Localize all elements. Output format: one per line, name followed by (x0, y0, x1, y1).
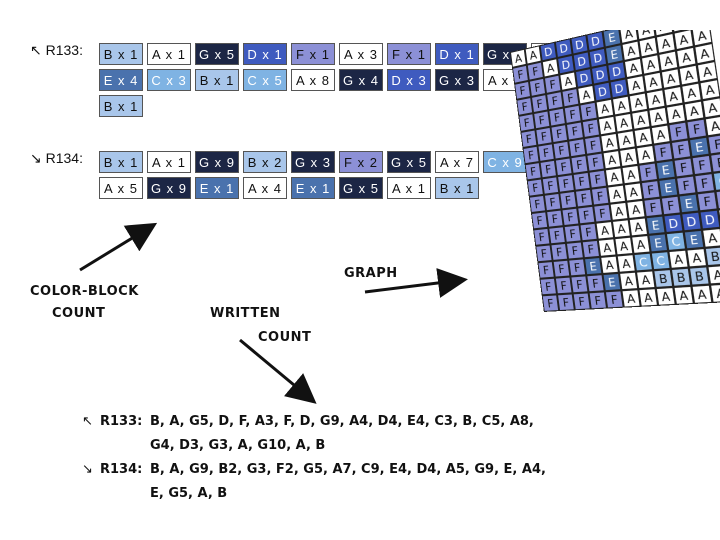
label-graph: GRAPH (344, 266, 398, 281)
color-block-line: B x 1 (99, 95, 639, 117)
color-block: E x 4 (99, 69, 143, 91)
label-color-block: COLOR-BLOCK (30, 284, 139, 299)
color-block: E x 1 (195, 177, 239, 199)
color-block: F x 1 (387, 43, 431, 65)
color-block: D x 3 (387, 69, 431, 91)
row-label-r133: ↖ R133: (30, 42, 83, 58)
color-block: G x 9 (195, 151, 239, 173)
color-block: B x 1 (99, 43, 143, 65)
color-block: E x 1 (291, 177, 335, 199)
color-block: F x 1 (291, 43, 335, 65)
color-block: A x 1 (387, 177, 431, 199)
color-block: D x 1 (243, 43, 287, 65)
color-block: F x 2 (339, 151, 383, 173)
label-written: WRITTEN (210, 306, 281, 321)
color-block: G x 5 (387, 151, 431, 173)
color-block: C x 9 (483, 151, 527, 173)
written-r134: ↘R134:B, A, G9, B2, G3, F2, G5, A7, C9, … (82, 462, 546, 477)
color-block: B x 1 (99, 95, 143, 117)
row-label-r134: ↘ R134: (30, 150, 83, 166)
label-written-count: COUNT (258, 330, 312, 345)
color-block: C x 3 (147, 69, 191, 91)
color-block: B x 1 (195, 69, 239, 91)
arrow-written (239, 338, 317, 404)
color-block: G x 9 (147, 177, 191, 199)
color-block: C x 5 (243, 69, 287, 91)
color-block: B x 2 (243, 151, 287, 173)
written-count: ↖R133:B, A, G5, D, F, A3, F, D, G9, A4, … (82, 410, 546, 506)
color-block: A x 5 (99, 177, 143, 199)
color-block: G x 5 (339, 177, 383, 199)
color-block: A x 4 (243, 177, 287, 199)
color-block: A x 7 (435, 151, 479, 173)
color-block: A x 1 (147, 151, 191, 173)
label-color-block-count: COUNT (52, 306, 106, 321)
arrow-color-block (79, 222, 158, 272)
color-block: G x 4 (339, 69, 383, 91)
color-block: A x 3 (339, 43, 383, 65)
color-block: D x 1 (435, 43, 479, 65)
arrow-graph (364, 268, 468, 298)
written-r134-cont: E, G5, A, B (150, 486, 228, 501)
color-block: A x 8 (291, 69, 335, 91)
color-block: G x 3 (291, 151, 335, 173)
color-block: A x 1 (147, 43, 191, 65)
color-block: B x 1 (435, 177, 479, 199)
color-block: G x 5 (195, 43, 239, 65)
written-r133-cont: G4, D3, G3, A, G10, A, B (150, 438, 326, 453)
color-block: B x 1 (99, 151, 143, 173)
color-block: G x 3 (435, 69, 479, 91)
written-r133: ↖R133:B, A, G5, D, F, A3, F, D, G9, A4, … (82, 414, 534, 429)
